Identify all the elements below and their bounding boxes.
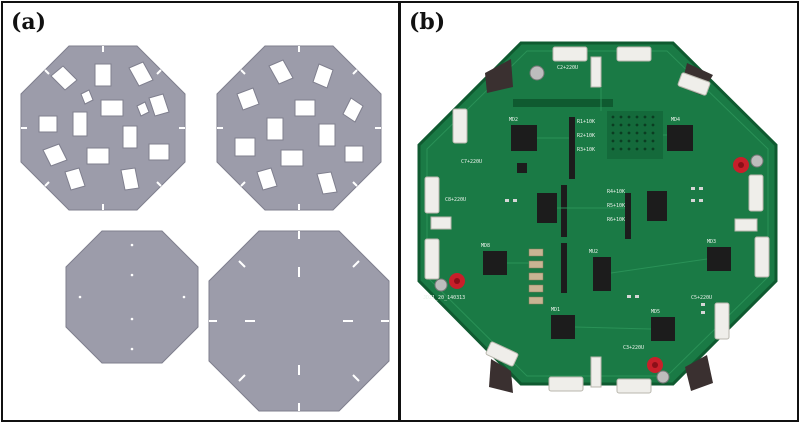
label-cap-c: C3+220U [623,345,644,351]
label-ic-f: MD1 [551,307,560,313]
plate-bottom-right [208,230,390,412]
silkscreen-labels: MD2 MD4 MD3 MD8 MU2 MD1 MD5 C7+220U C8+2… [423,65,716,351]
resistor-column [561,117,631,293]
proto-grid [513,99,663,159]
ic-chips [483,125,731,341]
label-ic-b: MD4 [671,117,680,123]
label-res-a: R1+10K [577,119,595,125]
connectors [424,46,770,394]
label-res-b: R2+10K [577,133,595,139]
label-ic-a: MD2 [509,117,518,123]
label-cap-e: C2+220U [557,65,578,71]
pcb-photo-illustration: MD2 MD4 MD3 MD8 MU2 MD1 MD5 C7+220U C8+2… [417,41,778,394]
label-res-f: R6+10K [607,217,625,223]
smd-pads [505,187,705,314]
panel-a: (a) [1,1,400,422]
panel-b: (b) [399,1,799,422]
plate-top-right [216,45,382,211]
traces [507,87,708,330]
label-board-id: JDZ1_20_140313 [423,295,465,301]
plate-bottom-left [65,230,199,364]
label-ic-g: MD5 [651,309,660,315]
label-cap-d: C5+220U [691,295,712,301]
plate-top-left [20,45,186,211]
panel-a-label: (a) [11,9,47,35]
beige-resistors [528,248,544,305]
label-ic-e: MU2 [589,249,598,255]
label-ic-d: MD8 [481,243,490,249]
label-ic-c: MD3 [707,239,716,245]
label-res-c: R3+10K [577,147,595,153]
plates-illustration [20,45,390,412]
label-cap-b: C8+220U [445,197,466,203]
label-cap-a: C7+220U [461,159,482,165]
capacitors [449,157,749,373]
panel-b-label: (b) [409,9,446,35]
label-res-e: R5+10K [607,203,625,209]
standoffs [434,65,764,384]
label-res-d: R4+10K [607,189,625,195]
